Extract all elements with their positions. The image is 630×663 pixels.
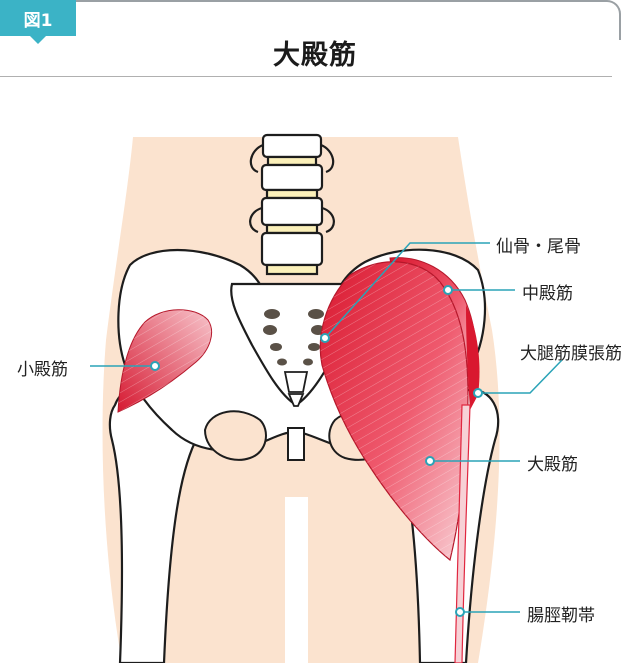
label-gluteus-medius: 中殿筋 [522,279,573,304]
label-gluteus-maximus: 大殿筋 [527,450,578,475]
label-iliotibial-tract: 腸脛靭帯 [527,601,595,626]
pubic-symphysis [288,428,304,460]
label-sacrum-coccyx: 仙骨・尾骨 [496,232,581,257]
label-gluteus-minimus: 小殿筋 [17,355,68,380]
label-tensor-fasciae-latae: 大腿筋膜張筋 [520,339,622,364]
leg-gap [285,497,308,663]
